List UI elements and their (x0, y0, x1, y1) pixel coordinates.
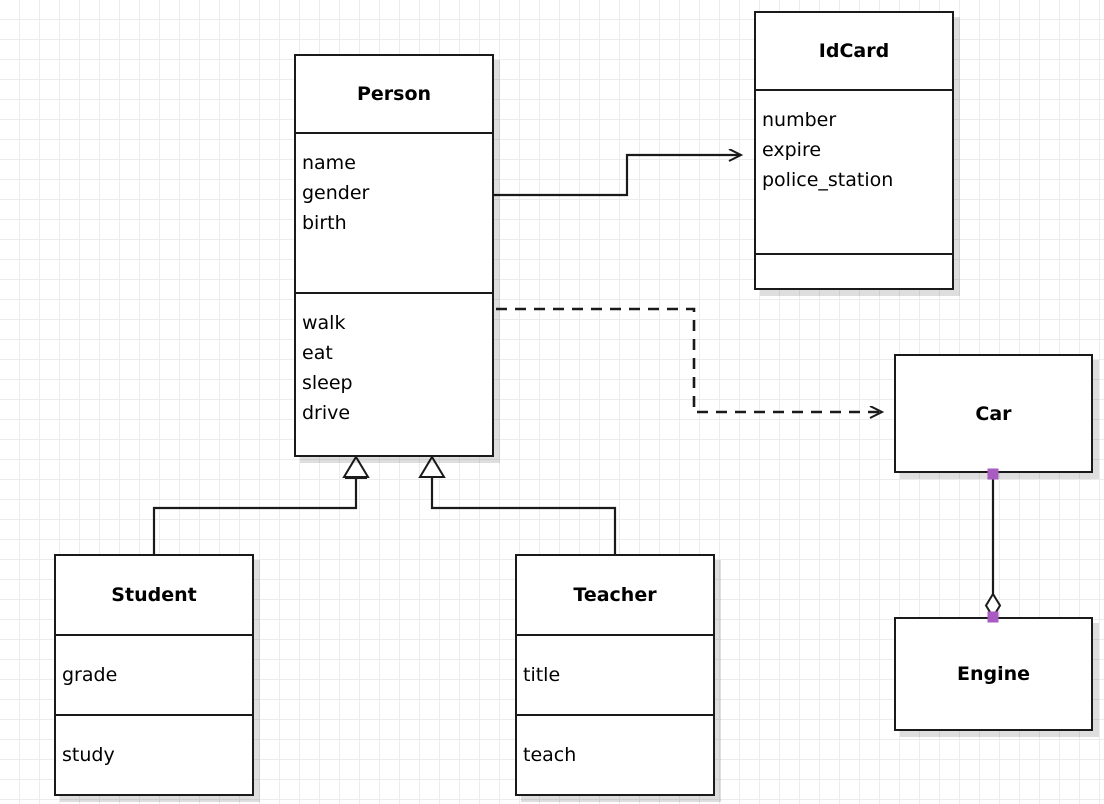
class-methods-student: study (56, 714, 252, 794)
attribute-item: gender (302, 182, 370, 204)
attribute-item: title (523, 664, 561, 686)
uml-class-student[interactable]: Student grade study (54, 554, 254, 796)
attribute-item: number (762, 109, 837, 131)
class-methods-person: walk eat sleep drive (296, 292, 492, 455)
uml-class-person[interactable]: Person name gender birth walk eat sleep … (294, 54, 494, 457)
attribute-item: birth (302, 212, 347, 234)
class-attributes-student: grade (56, 634, 252, 714)
uml-class-engine[interactable]: Engine (894, 617, 1093, 731)
edge-person-car[interactable] (496, 307, 882, 412)
edge-person-idcard[interactable] (494, 155, 741, 197)
method-item: walk (302, 312, 346, 334)
uml-class-car[interactable]: Car (894, 354, 1093, 473)
edge-handle-engine-end[interactable] (987, 611, 999, 623)
class-attributes-person: name gender birth (296, 132, 492, 292)
class-methods-idcard (756, 253, 952, 288)
class-title-engine: Engine (956, 663, 1031, 685)
attribute-item: name (302, 152, 356, 174)
class-title-student: Student (111, 584, 197, 606)
class-attributes-idcard: number expire police_station (756, 89, 952, 253)
method-item: eat (302, 342, 333, 364)
edge-student-person[interactable] (152, 455, 370, 554)
uml-class-teacher[interactable]: Teacher title teach (515, 554, 715, 796)
class-title-teacher: Teacher (573, 584, 657, 606)
class-title-person: Person (356, 83, 432, 105)
class-title-car: Car (975, 402, 1012, 425)
method-item: sleep (302, 372, 353, 394)
uml-class-idcard[interactable]: IdCard number expire police_station (754, 11, 954, 290)
edge-teacher-person[interactable] (418, 455, 617, 554)
method-item: drive (302, 402, 351, 424)
method-item: teach (523, 744, 577, 766)
method-item: study (62, 744, 115, 766)
edge-handle-car-end[interactable] (987, 468, 999, 480)
class-methods-teacher: teach (517, 714, 713, 794)
attribute-item: police_station (762, 169, 894, 191)
class-title-idcard: IdCard (818, 40, 890, 62)
attribute-item: expire (762, 139, 822, 161)
class-attributes-teacher: title (517, 634, 713, 714)
attribute-item: grade (62, 664, 118, 686)
